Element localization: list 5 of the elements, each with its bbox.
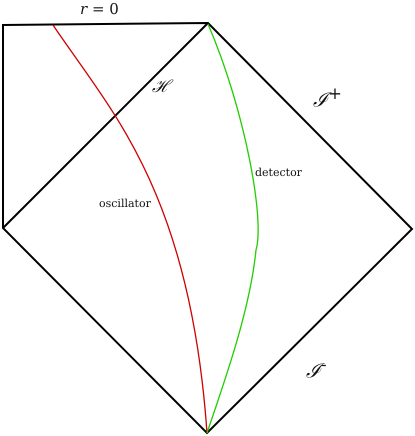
diagram-label: ℐ$^{+}$ bbox=[313, 86, 342, 110]
diagram-label: detector bbox=[255, 167, 302, 178]
diagram-label: r = 0 bbox=[80, 2, 119, 17]
diagram-label: ℐ$^{-}$ bbox=[306, 357, 327, 381]
diagram-label: oscillator bbox=[99, 198, 151, 209]
